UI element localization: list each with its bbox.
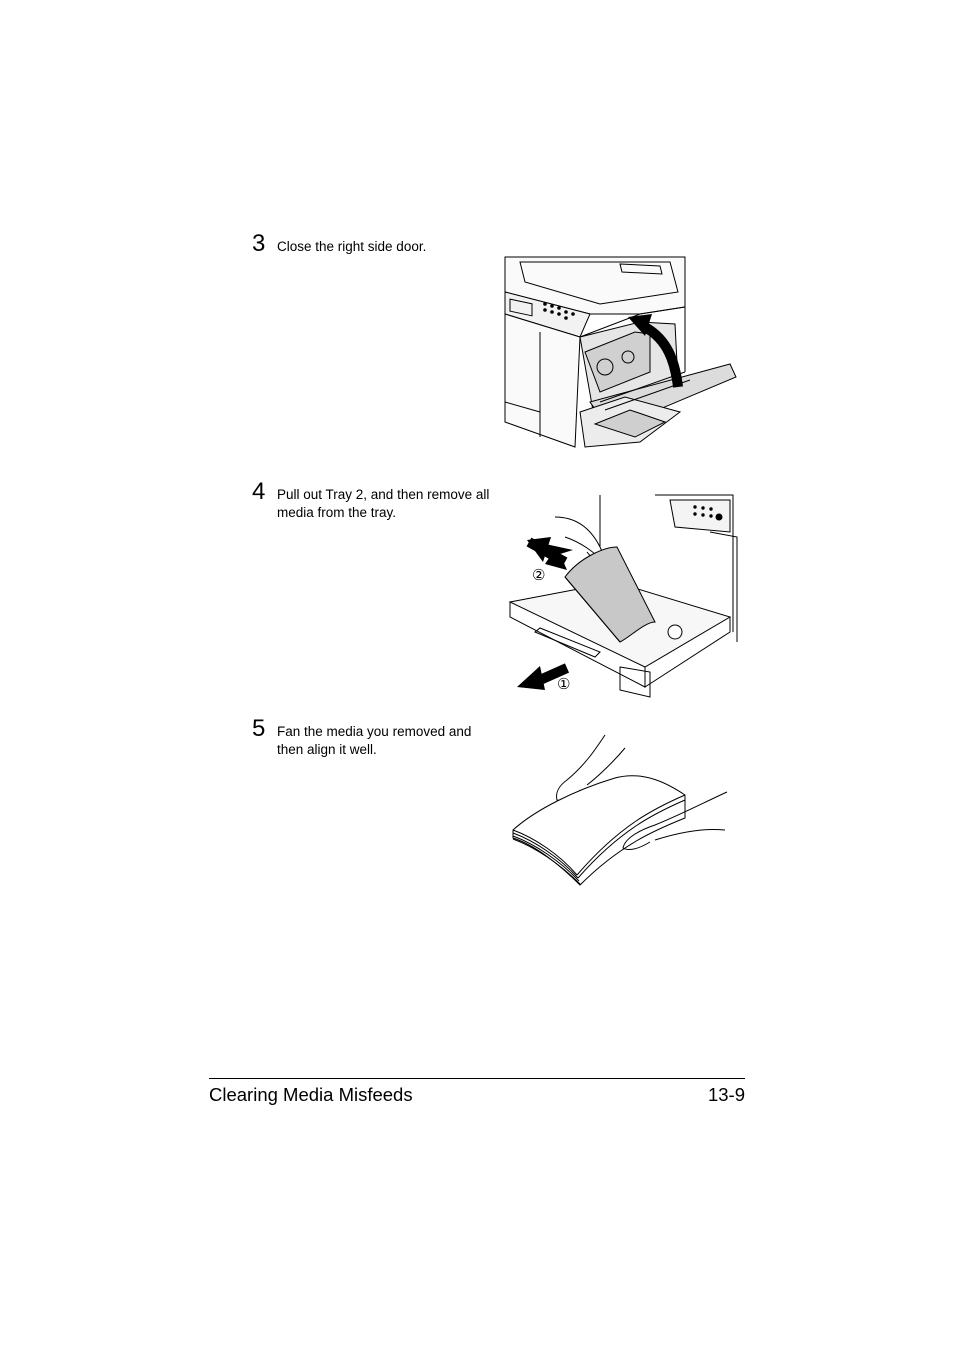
tray-removal-drawing: ② ① [508, 494, 738, 698]
page-number: 13-9 [707, 1084, 745, 1105]
footer-rule [209, 1078, 745, 1079]
step-number: 3 [252, 230, 266, 257]
printer-door-illustration [500, 252, 740, 457]
footer-title: Clearing Media Misfeeds [209, 1084, 413, 1105]
tray-removal-illustration: ② ① [505, 492, 740, 702]
step-number: 4 [252, 478, 266, 505]
step-number: 5 [252, 715, 266, 742]
step-text: Close the right side door. [277, 239, 427, 254]
fanning-media-drawing [512, 734, 728, 886]
step-text: Pull out Tray 2, and then remove all med… [277, 487, 490, 520]
printer-door-drawing [504, 256, 737, 448]
callout-1: ① [557, 675, 570, 693]
fanning-media-illustration [505, 730, 730, 890]
step-text: Fan the media you removed and then align… [277, 724, 472, 757]
callout-2: ② [532, 566, 545, 584]
